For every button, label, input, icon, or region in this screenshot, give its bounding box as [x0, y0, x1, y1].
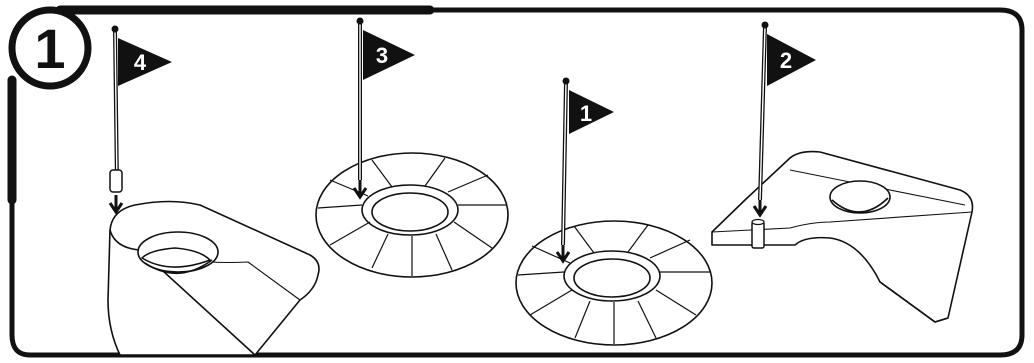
flag-pin-4: 4	[110, 26, 172, 213]
putting-ramp-right	[712, 152, 973, 322]
target-cup-1	[516, 221, 712, 345]
flag-4-label: 4	[134, 50, 147, 75]
flag-3-label: 3	[376, 43, 388, 68]
step-number: 1	[34, 17, 65, 80]
target-cup-3	[316, 153, 508, 277]
flag-2-label: 2	[780, 48, 792, 73]
step-badge: 1	[12, 10, 88, 86]
flag-3	[363, 30, 415, 80]
flag-1-label: 1	[580, 101, 592, 126]
putting-ramp-left	[108, 202, 319, 356]
